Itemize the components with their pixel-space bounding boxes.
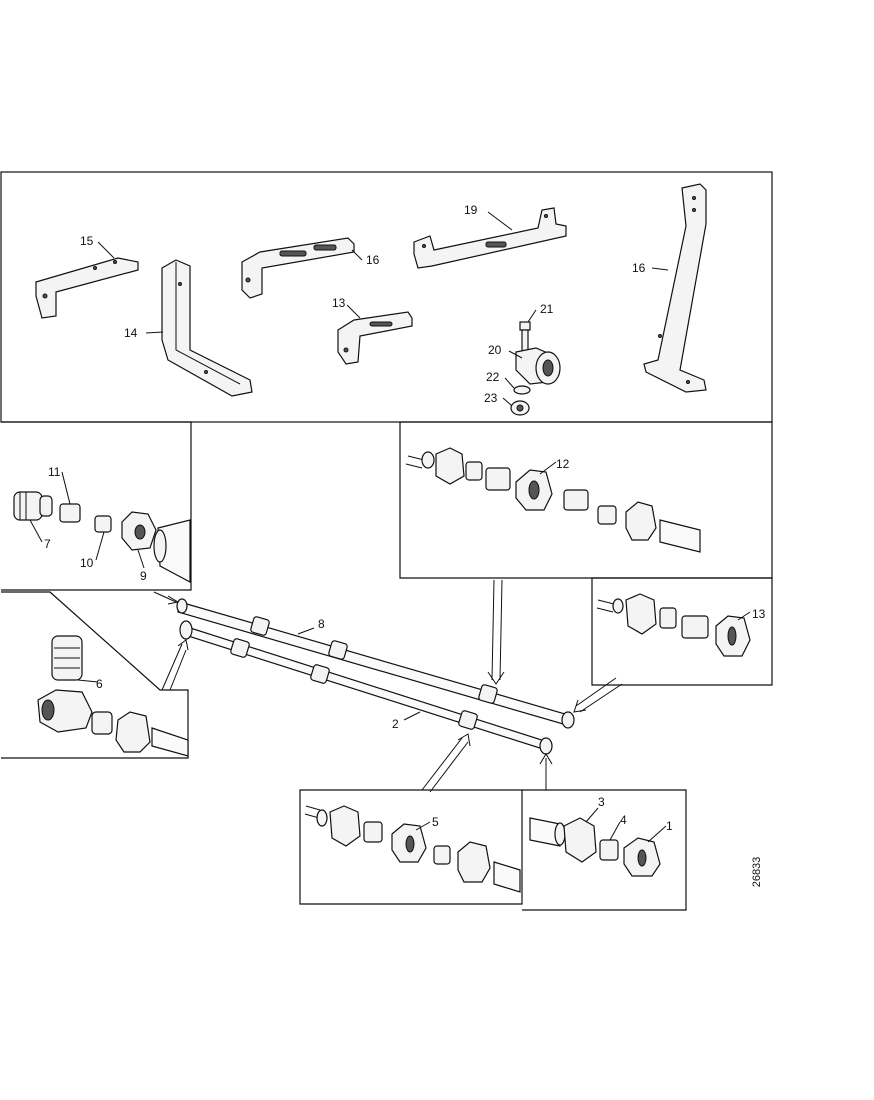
callout-12: 12	[556, 457, 570, 471]
detail-panel-13-frame	[591, 577, 773, 686]
callout-23: 23	[484, 391, 498, 405]
callout-3: 3	[598, 795, 605, 809]
callout-20: 20	[488, 343, 502, 357]
pipe-8	[176, 598, 575, 729]
bracket-14	[161, 259, 253, 397]
bracket-15	[337, 311, 413, 365]
callout-22: 22	[486, 370, 500, 384]
detail-panel-6-frame	[1, 591, 189, 759]
callout-8: 8	[318, 617, 325, 631]
clamp-assembly	[510, 321, 561, 416]
detail-panel-left-frame	[1, 421, 192, 591]
fitting-1-assembly	[529, 817, 661, 877]
sleeve-11	[59, 503, 81, 523]
figure-reference-number: 26833	[751, 857, 763, 888]
ferrule-10	[94, 515, 112, 533]
pipe-end-left	[153, 519, 191, 583]
callout-4: 4	[620, 813, 627, 827]
detail-panel-5-frame	[299, 789, 523, 905]
callout-16-right: 16	[632, 261, 646, 275]
callout-13: 13	[752, 607, 766, 621]
callout-19: 19	[464, 203, 478, 217]
bracket-16	[241, 237, 355, 299]
callout-1: 1	[666, 819, 673, 833]
callout-17: 15	[80, 234, 94, 248]
detail-panel-1-frame	[522, 789, 687, 911]
union-5-assembly	[304, 805, 521, 893]
tee-fitting-6	[37, 635, 189, 757]
callout-2: 2	[392, 717, 399, 731]
callout-11: 11	[48, 465, 61, 479]
fitting-13-assembly	[596, 593, 751, 657]
bracket-17	[35, 257, 139, 319]
brackets-panel-frame	[0, 171, 773, 423]
callout-7: 7	[44, 537, 51, 551]
nut-9	[121, 511, 157, 551]
callout-14: 14	[124, 326, 138, 340]
callout-6: 6	[96, 677, 103, 691]
callout-10: 10	[80, 556, 94, 570]
callout-5: 5	[432, 815, 439, 829]
callout-15: 13	[332, 296, 346, 310]
callout-16-middle: 16	[366, 253, 380, 267]
bracket-16-tall	[643, 183, 707, 393]
callout-9: 9	[140, 569, 147, 583]
pipe-2	[179, 620, 553, 755]
callout-21: 21	[540, 302, 554, 316]
fitting-7	[13, 491, 53, 521]
bracket-19	[413, 207, 567, 269]
union-12-assembly	[405, 447, 701, 553]
